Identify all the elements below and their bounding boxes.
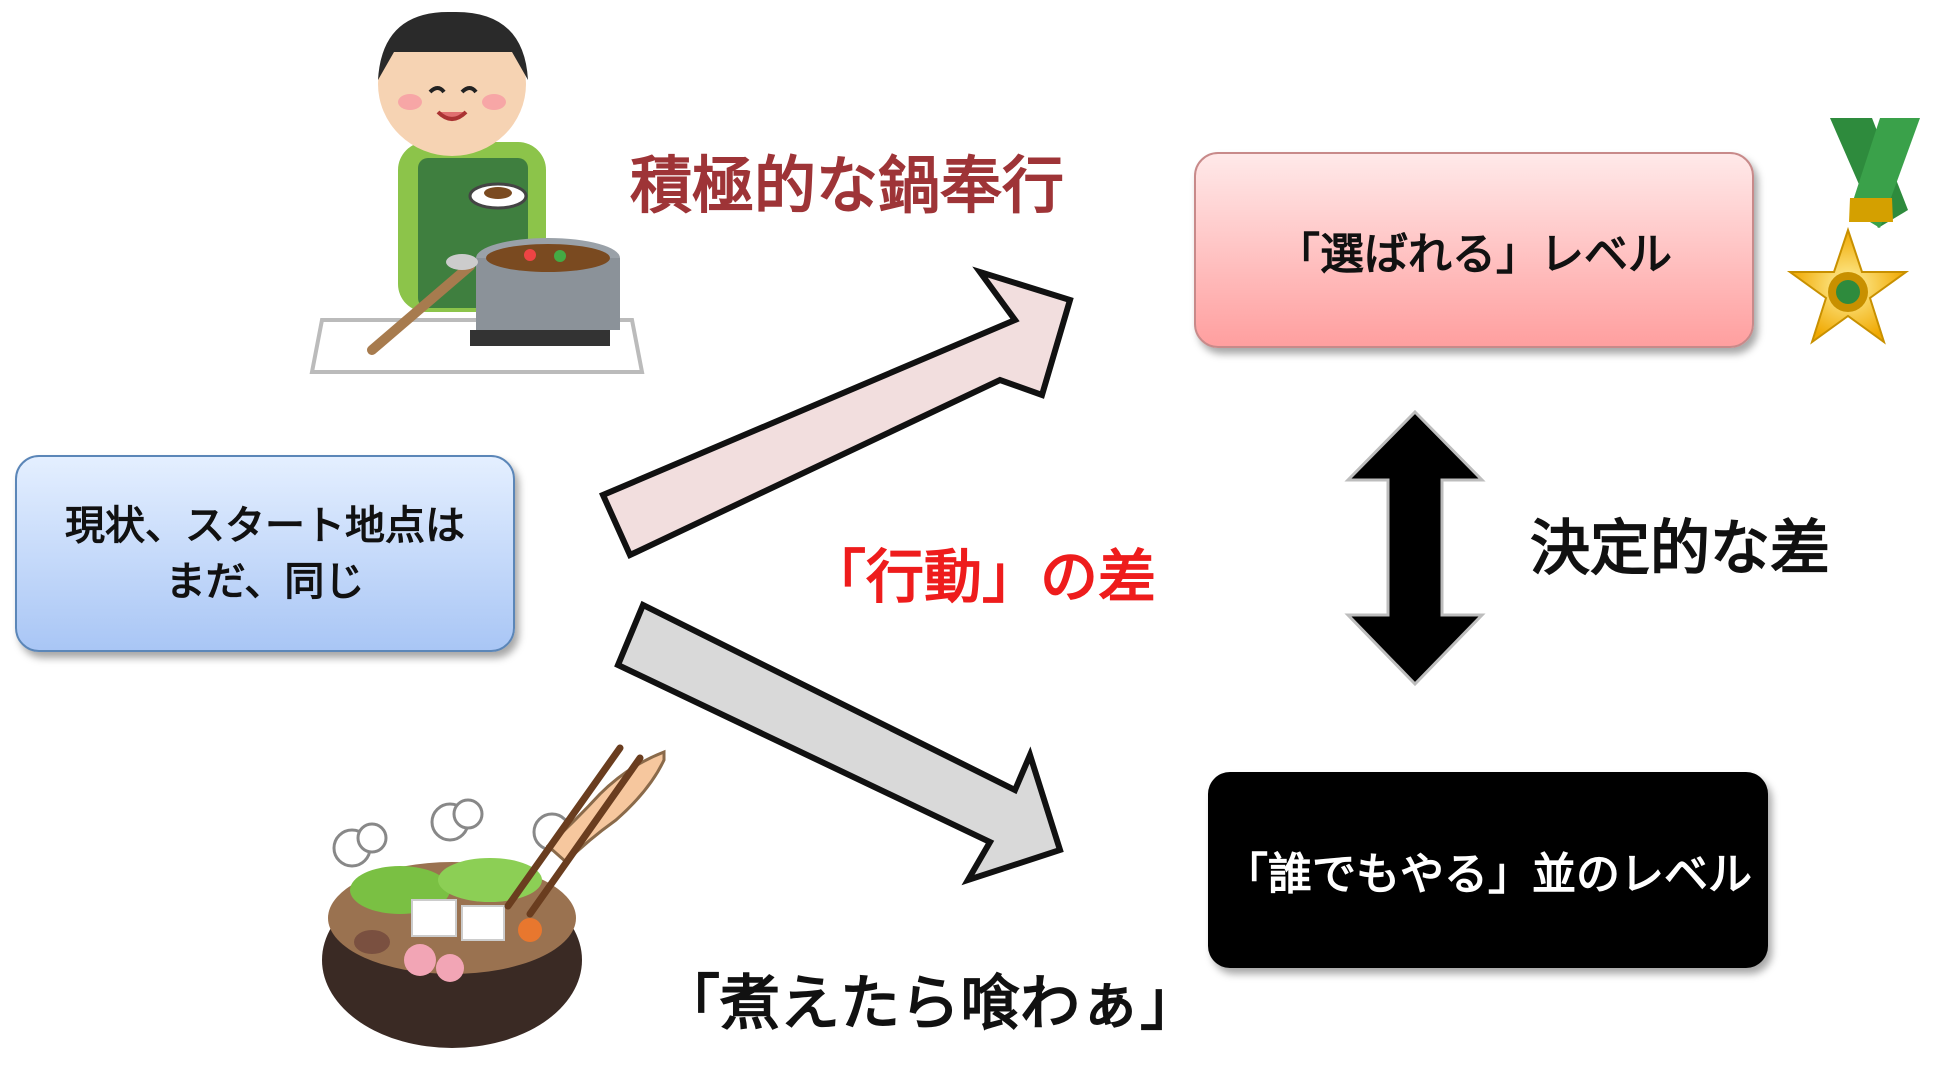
- arrow-down-right: [614, 600, 1064, 886]
- arrow-up-right: [599, 266, 1074, 560]
- medal-icon: [1786, 118, 1920, 345]
- common-level-label: 「誰でもやる」並のレベル: [1224, 849, 1752, 900]
- start-box-line-1: 現状、スタート地点は: [65, 502, 465, 549]
- action-difference-label: 「行動」の差: [808, 543, 1157, 611]
- chosen-level-box: 「選ばれる」レベル: [1194, 152, 1754, 348]
- positive-action-label: 積極的な鍋奉行: [630, 149, 1065, 222]
- start-box-line-2: まだ、同じ: [165, 558, 365, 605]
- lazy-action-label: 「煮えたら喰わぁ」: [660, 969, 1200, 1039]
- common-level-box: 「誰でもやる」並のレベル: [1208, 772, 1768, 968]
- cooking-man-icon: [309, 11, 645, 374]
- hotpot-chopsticks-icon: [322, 744, 666, 1048]
- chosen-level-label: 「選ばれる」レベル: [1276, 229, 1672, 280]
- decisive-difference-label: 決定的な差: [1530, 514, 1830, 584]
- start-point-box: 現状、スタート地点は まだ、同じ: [15, 455, 515, 652]
- double-arrow-vertical: [1344, 409, 1486, 687]
